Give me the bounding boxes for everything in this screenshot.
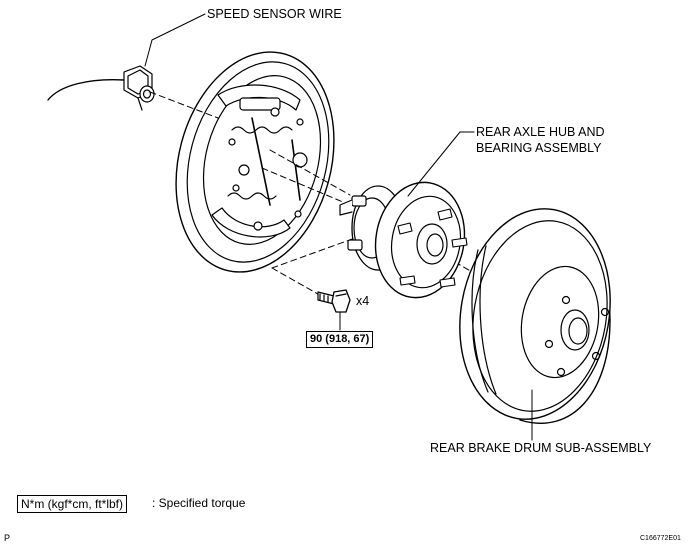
bolt-quantity: x4 (356, 294, 370, 308)
torque-value-box: 90 (918, 67) (306, 331, 374, 348)
axle-hub-bearing (339, 181, 468, 299)
hub-label-line2: BEARING ASSEMBLY (476, 141, 602, 155)
hub-bolt (317, 289, 351, 331)
legend-description: : Specified torque (152, 496, 246, 510)
brake-drum (459, 208, 611, 441)
brake-drum-label: REAR BRAKE DRUM SUB-ASSEMBLY (430, 441, 652, 455)
hub-leader-line (407, 131, 475, 197)
brake-backing-plate (175, 51, 335, 273)
speed-sensor-wire (47, 13, 206, 111)
torque-units-legend-box: N*m (kgf*cm, ft*lbf) (17, 495, 128, 513)
hub-label-line1: REAR AXLE HUB AND (476, 125, 605, 139)
page-marker: P (4, 533, 11, 543)
figure-code: C166772E01 (640, 535, 681, 542)
speed-sensor-wire-label: SPEED SENSOR WIRE (207, 7, 342, 21)
